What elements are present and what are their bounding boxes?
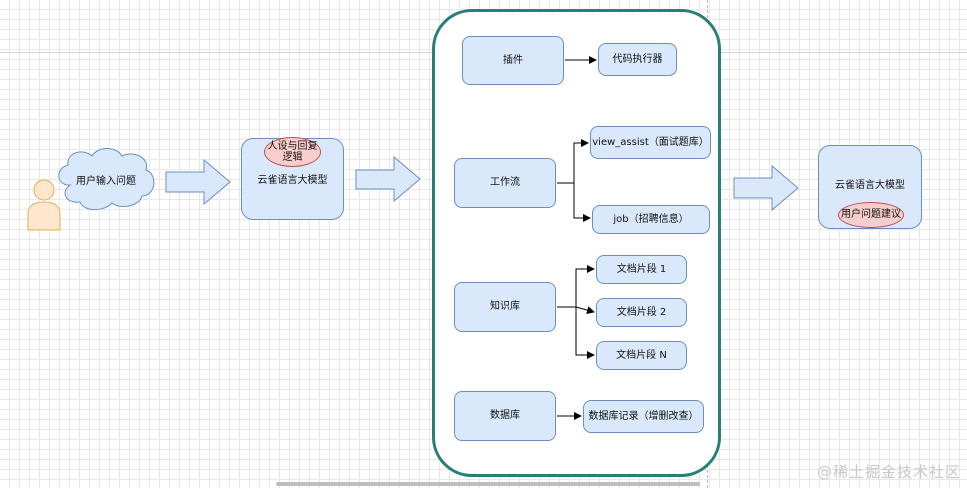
flow-arrow-3 <box>733 164 799 212</box>
doc-snippet-1-node[interactable]: 文档片段 1 <box>596 255 687 284</box>
doc-snippet-n-node[interactable]: 文档片段 N <box>596 341 687 370</box>
workflow-connectors <box>557 139 591 222</box>
workflow-node[interactable]: 工作流 <box>454 158 556 208</box>
flow-arrow-1 <box>165 158 231 206</box>
user-question-cloud <box>58 148 155 211</box>
horizontal-scrollbar[interactable] <box>276 482 700 486</box>
llm-node-right-label: 云雀语言大模型 <box>835 180 905 191</box>
llm-node-left-label: 云雀语言大模型 <box>257 175 328 186</box>
flow-arrow-2 <box>355 155 421 203</box>
knowledge-connectors <box>557 265 595 359</box>
plugin-node[interactable]: 插件 <box>462 36 564 85</box>
persona-logic-badge: 人设与回复逻辑 <box>264 137 321 167</box>
question-suggestion-badge: 用户问题建议 <box>838 202 904 228</box>
watermark: @稀土掘金技术社区 <box>816 463 961 481</box>
doc-snippet-2-node[interactable]: 文档片段 2 <box>596 298 687 327</box>
db-record-node[interactable]: 数据库记录（增删改查） <box>583 400 704 433</box>
view-assist-node[interactable]: view_assist（面试题库） <box>590 126 711 159</box>
user-question-label: 用户输入问题 <box>76 176 136 187</box>
job-node[interactable]: job（招聘信息） <box>592 205 710 234</box>
database-node[interactable]: 数据库 <box>454 391 556 441</box>
knowledge-node[interactable]: 知识库 <box>454 282 556 332</box>
user-person-icon <box>27 179 61 231</box>
code-executor-node[interactable]: 代码执行器 <box>598 43 677 76</box>
